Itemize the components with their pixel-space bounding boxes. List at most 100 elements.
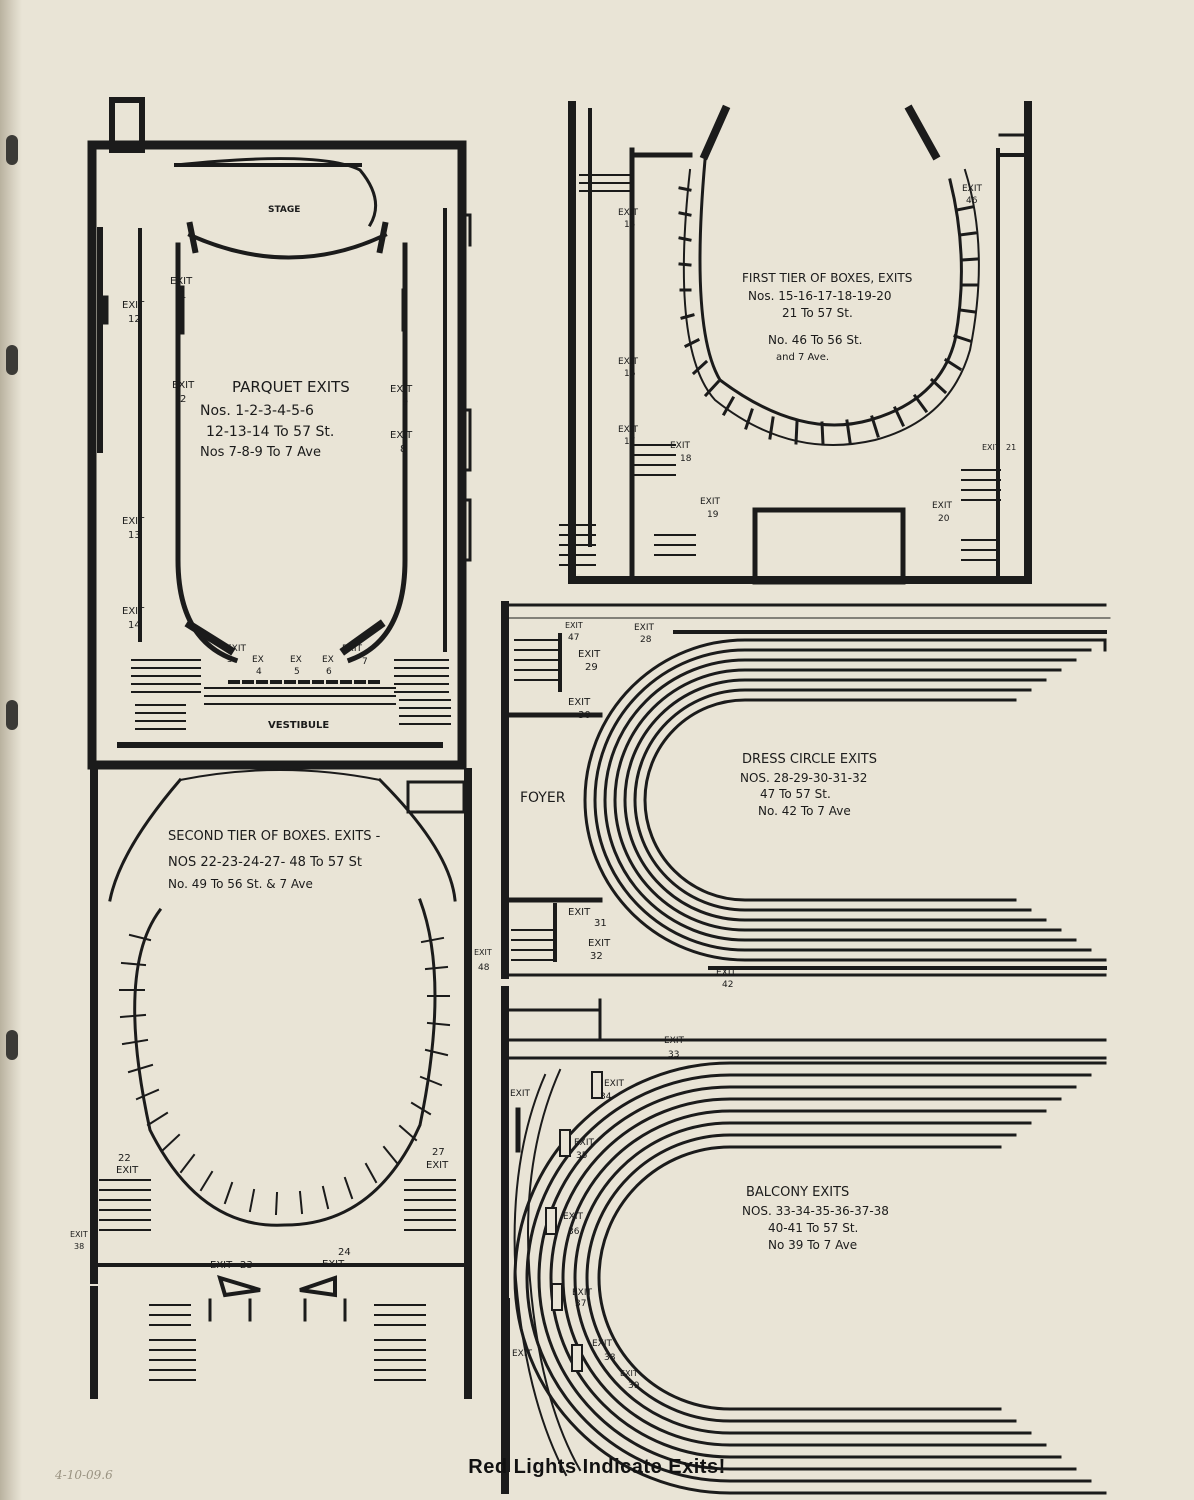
parquet-title: PARQUET EXITS <box>232 378 350 396</box>
exit-number: 16 <box>624 369 636 379</box>
exit-label: EXIT <box>664 1036 685 1046</box>
exit-number: 46 <box>966 196 978 206</box>
exit-label: EXIT <box>172 380 195 391</box>
exit-label: EXIT <box>70 1230 88 1239</box>
exit-number: 24 <box>338 1247 351 1258</box>
dress-circle-line-2: 47 To 57 St. <box>760 787 831 801</box>
second-tier-plan <box>90 768 472 1399</box>
exit-label: EXIT <box>512 1349 533 1359</box>
balcony-line-3: No 39 To 7 Ave <box>768 1238 857 1252</box>
exit-label: EXIT <box>578 649 601 660</box>
exit-label: EXIT <box>572 1288 593 1298</box>
exit-label: EXIT <box>426 1160 449 1171</box>
exit-number: 38 <box>74 1242 84 1251</box>
exit-number: 15 <box>624 220 635 230</box>
exit-number: 37 <box>575 1299 586 1309</box>
exit-number: 1 <box>180 290 186 301</box>
binding-hole <box>6 345 18 375</box>
balcony-plan <box>501 986 1107 1495</box>
exit-number: 12 <box>128 314 141 325</box>
parquet-line-2: 12-13-14 To 57 St. <box>206 424 334 440</box>
exit-number: 7 <box>362 657 368 667</box>
binding-hole <box>6 700 18 730</box>
exit-label: EXIT <box>390 430 413 441</box>
exit-number: 23 <box>240 1260 253 1271</box>
binding-spine <box>0 0 22 1500</box>
exit-label: EXIT <box>568 697 591 708</box>
exit-label: EXIT <box>716 968 737 978</box>
first-tier-line-4: and 7 Ave. <box>776 352 829 363</box>
dress-circle-line-1: NOS. 28-29-30-31-32 <box>740 771 867 785</box>
second-tier-line-2: No. 49 To 56 St. & 7 Ave <box>168 877 313 891</box>
second-tier-line-1: NOS 22-23-24-27- 48 To 57 St <box>168 855 362 870</box>
exit-number: 4 <box>256 667 262 677</box>
binding-hole <box>6 135 18 165</box>
exit-label: EXIT <box>574 1138 595 1148</box>
exit-number: 39 <box>628 1381 640 1391</box>
exit-number: 36 <box>568 1227 580 1237</box>
exit-label: EXIT <box>342 644 363 654</box>
exit-number: 5 <box>294 667 300 677</box>
second-tier-title: SECOND TIER OF BOXES. EXITS - <box>168 829 381 844</box>
balcony-line-2: 40-41 To 57 St. <box>768 1221 858 1235</box>
exit-label: EXIT <box>604 1079 625 1089</box>
exit-label: EXIT <box>122 606 145 617</box>
exit-label: EXIT <box>618 208 639 218</box>
exit-label: EXIT <box>932 501 953 511</box>
exit-label: EXIT <box>170 276 193 287</box>
vestibule-label: VESTIBULE <box>268 720 329 731</box>
exit-label: EXIT <box>568 907 591 918</box>
binding-hole <box>6 1030 18 1060</box>
exit-label: EXIT <box>588 938 611 949</box>
exit-number: 30 <box>578 710 591 721</box>
footer-notice: Red Lights Indicate Exits! <box>468 1456 726 1478</box>
exit-label: EXIT <box>592 1339 613 1349</box>
exit-label: EXIT <box>390 384 413 395</box>
first-tier-line-3: No. 46 To 56 St. <box>768 333 863 347</box>
exit-label: EXIT <box>116 1165 139 1176</box>
exit-label: EXIT <box>565 621 583 630</box>
exit-label: EXIT <box>322 1259 345 1270</box>
exit-label: EX <box>290 655 302 665</box>
balcony-title: BALCONY EXITS <box>746 1185 849 1200</box>
exit-label: EXIT <box>620 1369 638 1378</box>
exit-number: 9 <box>402 397 408 408</box>
exit-label: EX <box>322 655 334 665</box>
dress-circle-plan <box>501 601 1111 979</box>
exit-number: 48 <box>478 963 490 973</box>
exit-label: EXIT <box>618 425 639 435</box>
parquet-plan <box>87 97 472 770</box>
exit-number: 21 <box>1006 443 1016 452</box>
exit-number: 17 <box>624 437 635 447</box>
exit-label: EXIT <box>962 184 983 194</box>
exit-number: 2 <box>180 394 186 405</box>
exit-label: EXIT <box>474 948 492 957</box>
exit-number: 27 <box>432 1147 445 1158</box>
exit-label: EXIT <box>634 623 655 633</box>
dress-circle-title: DRESS CIRCLE EXITS <box>742 752 877 767</box>
exit-label: EXIT <box>563 1212 584 1222</box>
balcony-line-1: NOS. 33-34-35-36-37-38 <box>742 1204 889 1218</box>
exit-number: 22 <box>118 1153 131 1164</box>
foyer-label: FOYER <box>520 790 566 806</box>
exit-number: 31 <box>594 918 607 929</box>
exit-label: EXIT <box>210 1260 233 1271</box>
exit-label: EXIT <box>510 1089 531 1099</box>
dress-circle-line-3: No. 42 To 7 Ave <box>758 804 851 818</box>
exit-label: EXIT <box>122 516 145 527</box>
first-tier-line-1: Nos. 15-16-17-18-19-20 <box>748 289 891 303</box>
exit-number: 34 <box>600 1092 612 1102</box>
exit-number: 47 <box>568 633 579 643</box>
exit-label: EXIT <box>670 441 691 451</box>
exit-label: EXIT <box>982 443 1000 452</box>
exit-number: 35 <box>576 1151 587 1161</box>
exit-number: 28 <box>640 635 652 645</box>
exit-number: 42 <box>722 980 733 990</box>
exit-label: EXIT <box>226 644 247 654</box>
exit-number: 14 <box>128 620 141 631</box>
stage-label: STAGE <box>268 205 300 215</box>
first-tier-title: FIRST TIER OF BOXES, EXITS <box>742 271 912 285</box>
exit-number: 32 <box>590 951 603 962</box>
